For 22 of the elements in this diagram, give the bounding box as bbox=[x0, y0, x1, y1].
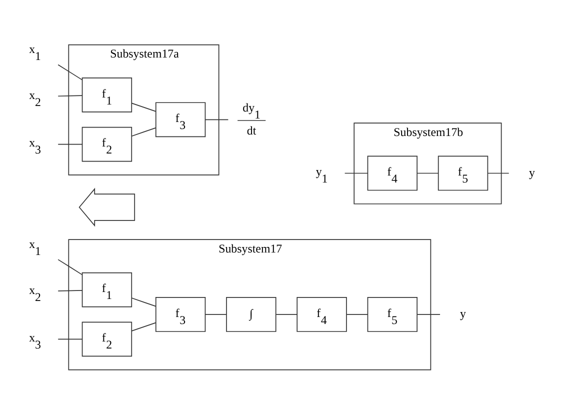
connector bbox=[487, 172, 510, 174]
connector bbox=[58, 290, 82, 292]
connector bbox=[344, 172, 368, 174]
node-text: y bbox=[460, 306, 466, 321]
node-text: y bbox=[528, 165, 535, 180]
node-box: ∫ bbox=[226, 297, 276, 332]
connector bbox=[58, 259, 82, 276]
connector bbox=[276, 314, 298, 315]
connector bbox=[58, 144, 82, 145]
node-arrow bbox=[78, 188, 136, 227]
connector bbox=[131, 102, 156, 112]
connector bbox=[131, 127, 156, 137]
connector bbox=[131, 322, 156, 332]
connector bbox=[58, 95, 82, 97]
connector bbox=[58, 64, 82, 80]
connector bbox=[131, 298, 156, 307]
connector bbox=[346, 314, 368, 315]
connector bbox=[205, 314, 227, 315]
connector bbox=[205, 119, 229, 120]
connector bbox=[416, 172, 439, 174]
connector bbox=[416, 314, 440, 315]
connector bbox=[58, 338, 82, 340]
